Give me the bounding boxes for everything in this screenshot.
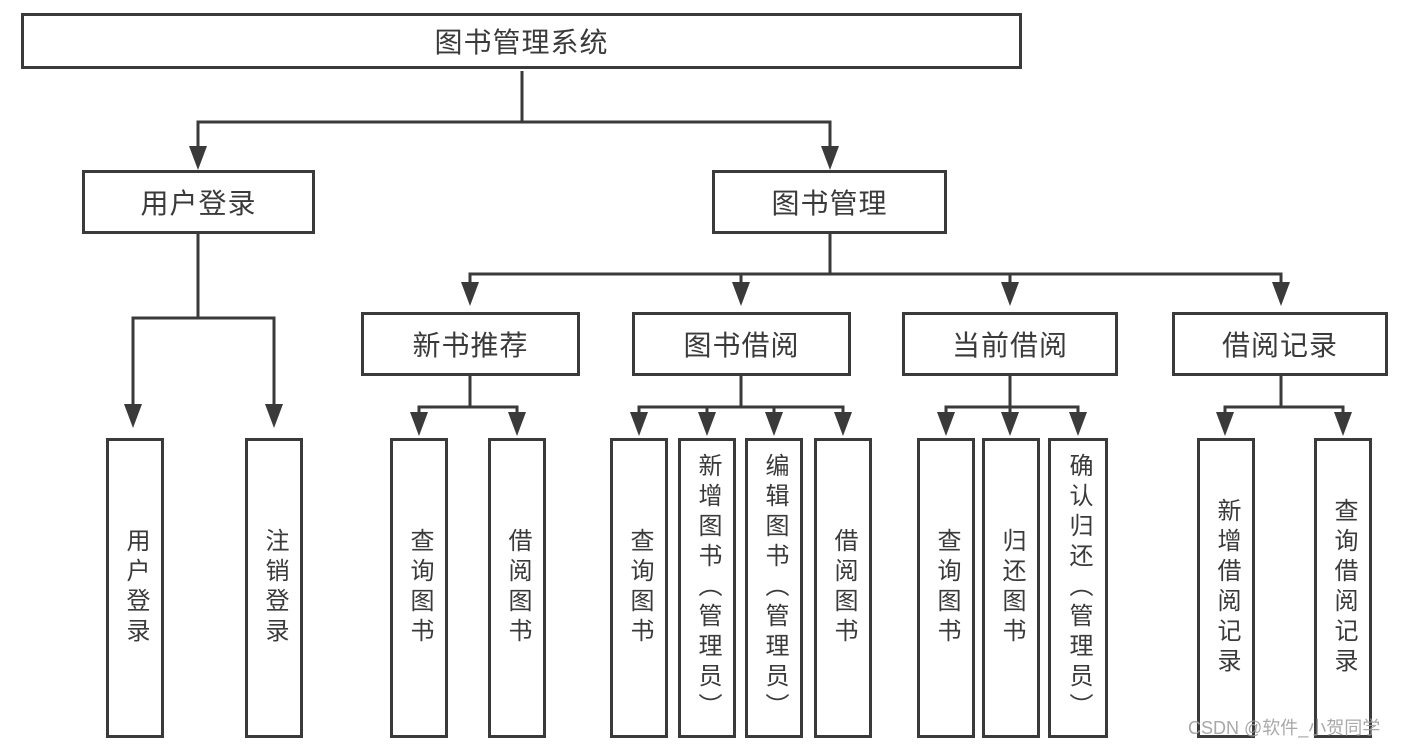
arrowhead — [124, 404, 142, 428]
arrowhead — [937, 412, 955, 436]
node-book-management-group: 图书管理 — [712, 170, 947, 234]
node-library-management-system: 图书管理系统 — [21, 13, 1022, 69]
node-borrow-borrow-books: 借阅图书 — [814, 438, 872, 738]
connector-borrow-to-children — [637, 376, 845, 414]
node-current-return-books: 归还图书 — [982, 438, 1040, 738]
arrowhead — [765, 412, 783, 436]
arrowhead — [821, 146, 839, 170]
node-borrow-query-books: 查询图书 — [610, 438, 668, 738]
connector-root-to-level2 — [196, 71, 832, 148]
node-book-borrowing: 图书借阅 — [632, 312, 851, 376]
arrowhead — [1001, 412, 1019, 436]
arrowhead — [1334, 412, 1352, 436]
arrowhead — [189, 146, 207, 170]
csdn-watermark: CSDN @软件_小贺同学 — [1188, 718, 1381, 738]
arrowhead — [732, 282, 750, 306]
arrowhead — [1001, 282, 1019, 306]
node-newbook-query-books: 查询图书 — [390, 438, 448, 738]
node-borrow-add-books-admin: 新增图书（管理员） — [678, 438, 736, 738]
node-new-book-recommendation: 新书推荐 — [361, 312, 580, 376]
arrowhead — [1069, 412, 1087, 436]
arrowhead — [265, 404, 283, 428]
arrowhead — [410, 412, 428, 436]
arrowhead — [834, 412, 852, 436]
node-current-query-books: 查询图书 — [917, 438, 975, 738]
node-user-login: 用户登录 — [106, 438, 164, 738]
node-records-add-borrow-record: 新增借阅记录 — [1197, 438, 1255, 738]
node-records-query-borrow-record: 查询借阅记录 — [1314, 438, 1372, 738]
node-current-confirm-return-admin: 确认归还（管理员） — [1048, 438, 1108, 738]
node-borrowing-records: 借阅记录 — [1172, 312, 1388, 376]
connector-login-to-children — [131, 234, 276, 406]
arrowhead — [508, 412, 526, 436]
arrowhead — [461, 282, 479, 306]
node-newbook-borrow-books: 借阅图书 — [488, 438, 546, 738]
node-current-borrowing: 当前借阅 — [902, 312, 1118, 376]
connector-current-to-children — [944, 376, 1080, 414]
arrowhead — [1216, 412, 1234, 436]
arrowhead — [630, 412, 648, 436]
node-logout-login: 注销登录 — [245, 438, 303, 738]
arrowhead — [1272, 282, 1290, 306]
node-user-login-group: 用户登录 — [82, 170, 315, 234]
arrowhead — [698, 412, 716, 436]
node-borrow-edit-books-admin: 编辑图书（管理员） — [745, 438, 803, 738]
connector-newbook-to-children — [417, 376, 519, 414]
connector-mgmt-to-level3 — [468, 234, 1283, 284]
connector-records-to-children — [1223, 376, 1345, 414]
